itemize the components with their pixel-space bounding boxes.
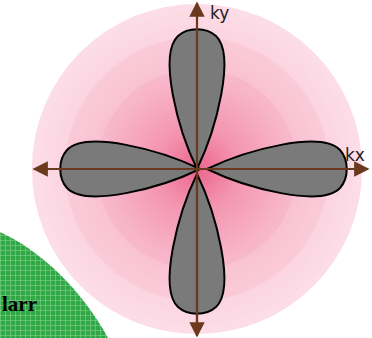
ky-axis — [196, 169, 198, 336]
kx-axis — [34, 168, 197, 170]
gap-lobes — [60, 29, 347, 314]
axis-label: kx — [345, 145, 365, 165]
axis-label: ky — [210, 3, 229, 23]
green-corner — [0, 232, 108, 338]
axes — [34, 3, 368, 336]
kx-axis — [197, 168, 368, 170]
cropped-word: larr — [2, 292, 37, 317]
